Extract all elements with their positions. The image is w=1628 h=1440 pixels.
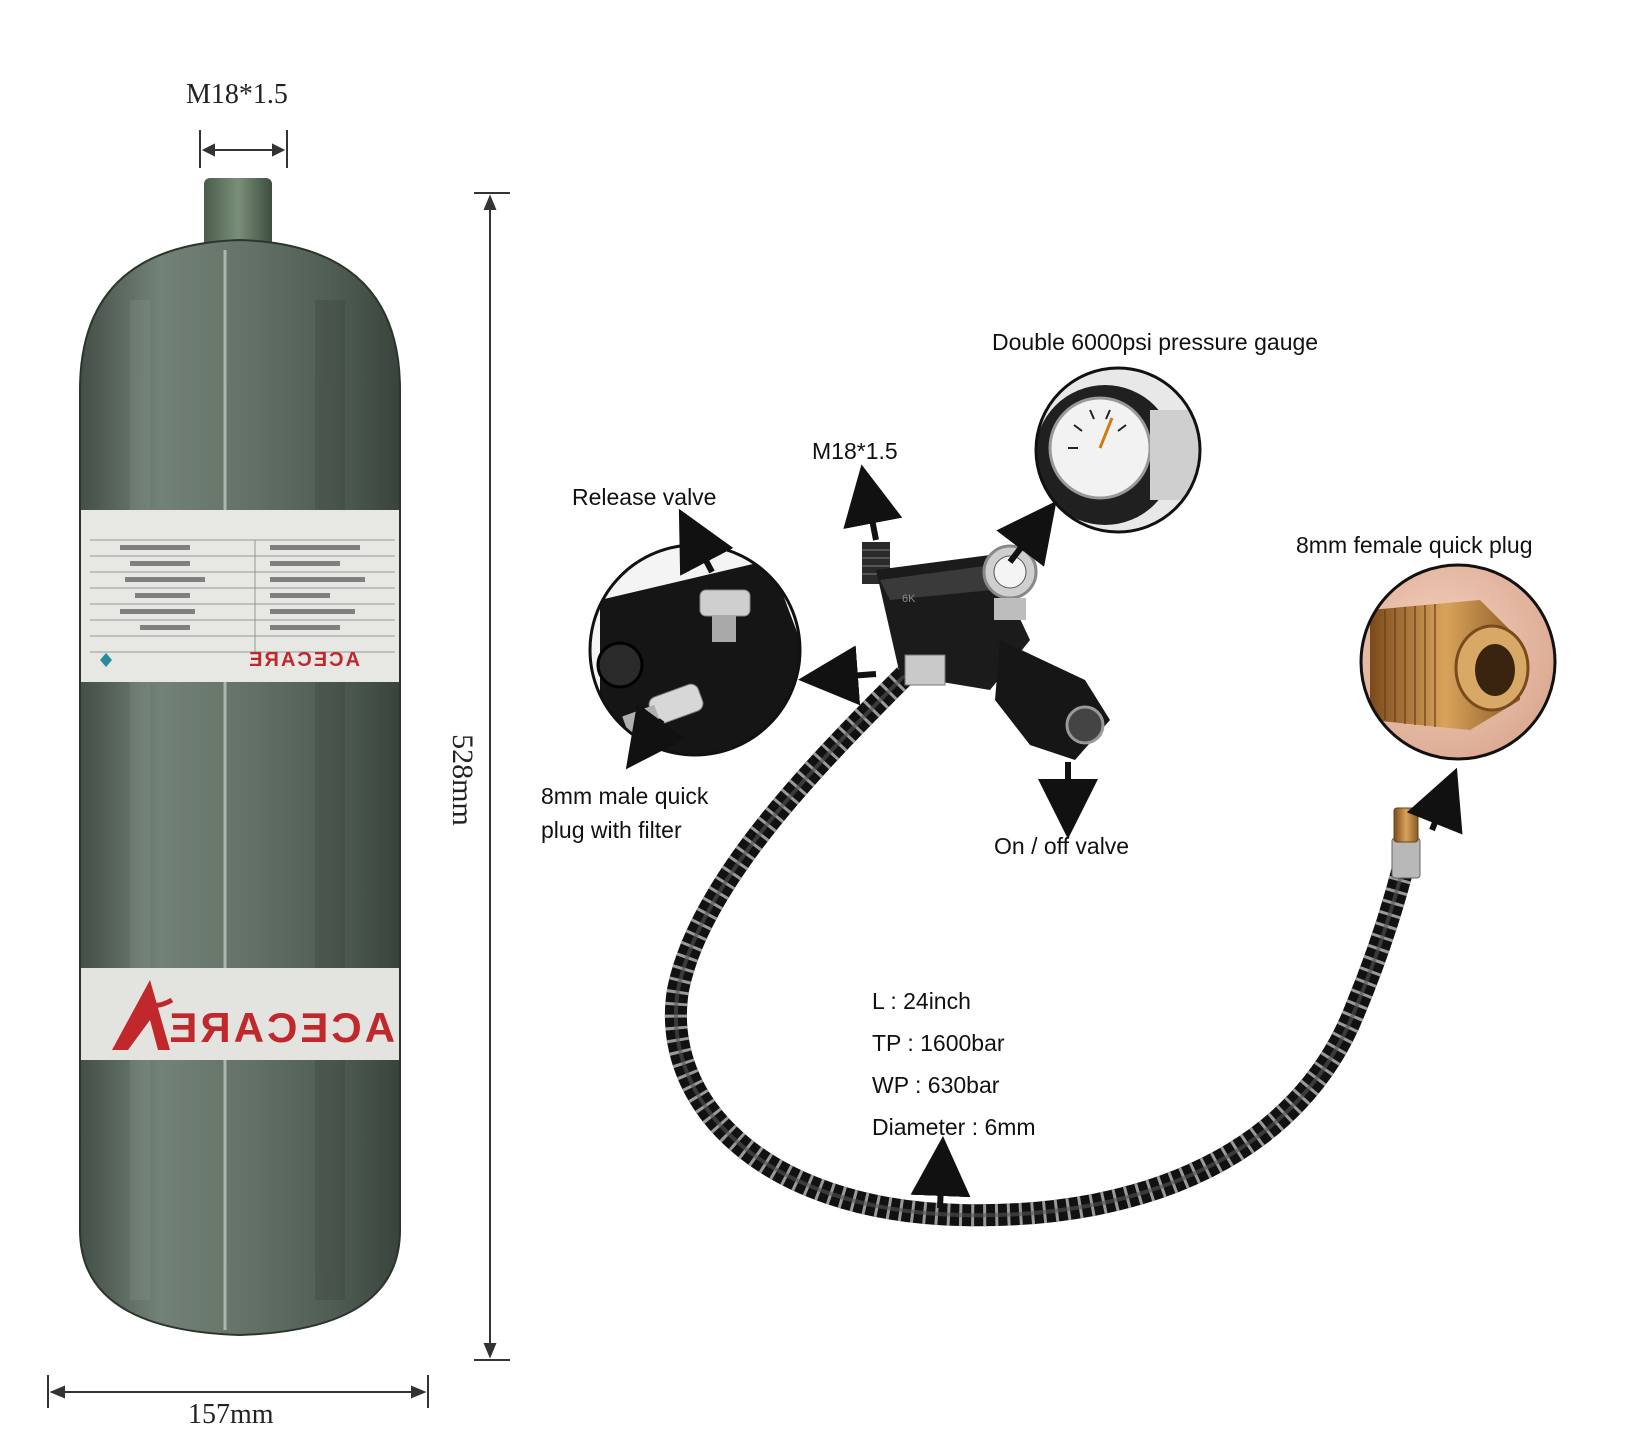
hose-spec-length: L : 24inch [872, 988, 971, 1014]
fill-station-valve: 6K [862, 542, 1110, 760]
dimension-height [474, 192, 510, 1361]
hose-spec-diameter: Diameter : 6mm [872, 1114, 1036, 1140]
thread-dimension-label: M18*1.5 [186, 79, 288, 110]
hose-spec-list: L : 24inch TP : 1600bar WP : 630bar Diam… [872, 980, 1036, 1148]
detail-female-plug [1359, 563, 1557, 761]
hose-spec-test-pressure: TP : 1600bar [872, 1030, 1005, 1056]
width-dimension-label: 157mm [188, 1399, 274, 1430]
arrow-male-plug [625, 703, 686, 770]
arrow-pressure-gauge [996, 500, 1057, 567]
hose-brass-coupler [1393, 807, 1419, 843]
label-brand-text: ACECARE [247, 649, 360, 671]
arrow-hose-specs [910, 1136, 971, 1209]
callout-female-plug: 8mm female quick plug [1296, 532, 1533, 558]
height-dimension-label: 528mm [446, 734, 479, 826]
arrow-valve-thread [843, 464, 903, 541]
callout-gauge: Double 6000psi pressure gauge [992, 329, 1319, 355]
callout-release-valve: Release valve [572, 484, 717, 510]
cylinder-spec-label [80, 510, 400, 682]
charging-hose [665, 654, 1421, 1227]
arrow-female-plug [1406, 767, 1463, 835]
detail-release-valve [588, 543, 802, 757]
hose-spec-working-pressure: WP : 630bar [872, 1072, 1000, 1098]
hose-end-fitting [1391, 837, 1421, 879]
callout-arrows [625, 464, 1463, 1209]
callout-valve-thread: M18*1.5 [812, 438, 898, 464]
ace-logo-mark [112, 980, 170, 1050]
cylinder-texture [80, 240, 400, 1335]
callout-male-plug-line2: plug with filter [541, 817, 682, 843]
arrow-to-detail [798, 645, 877, 706]
dimension-width [47, 1375, 429, 1408]
dimension-thread [199, 130, 288, 168]
diamond-mark-icon [100, 653, 112, 667]
detail-pressure-gauge [1034, 366, 1202, 534]
callout-male-plug-line1: 8mm male quick [541, 783, 709, 809]
arrow-release-valve [678, 508, 734, 576]
svg-text:6K: 6K [902, 593, 916, 605]
carbon-cylinder: ACECARE ACECARE [79, 178, 401, 1337]
band-brand-text: ACECARE [166, 1004, 395, 1051]
cylinder-neck [204, 178, 272, 248]
callout-on-off-valve: On / off valve [994, 833, 1130, 859]
